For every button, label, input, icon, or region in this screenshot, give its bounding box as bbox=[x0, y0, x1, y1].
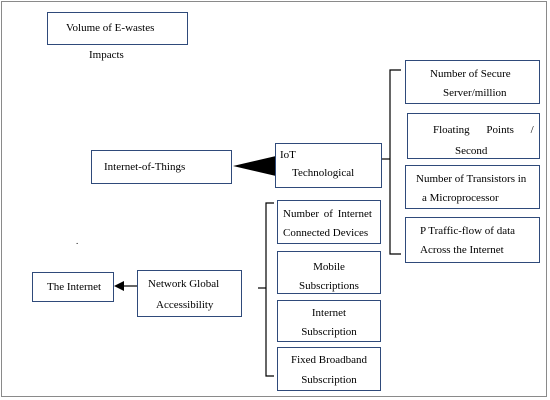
network-accessibility-box: Network Global Accessibility bbox=[137, 270, 242, 317]
arrow-internet bbox=[114, 281, 124, 291]
volume-label: Volume of E-wastes bbox=[66, 22, 155, 34]
traffic-flow-box: P Traffic-flow of data Across the Intern… bbox=[405, 217, 540, 263]
mobile-subscriptions-box: Mobile Subscriptions bbox=[277, 251, 381, 294]
internet-of-things-box: Internet-of-Things bbox=[91, 150, 232, 184]
dot-mark: . bbox=[76, 236, 79, 246]
transistors-line1: Number of Transistors in bbox=[416, 173, 527, 185]
transistors-box: Number of Transistors in a Microprocesso… bbox=[405, 165, 540, 209]
floating-points-box: Floating Points / Second bbox=[407, 113, 540, 159]
mobile-line2: Subscriptions bbox=[299, 279, 359, 292]
volume-of-e-wastes-box: Volume of E-wastes bbox=[47, 12, 188, 45]
internet-devices-line1: Number of Internet bbox=[283, 208, 372, 220]
traffic-line2: Across the Internet bbox=[420, 243, 504, 256]
internet-sub-line2: Subscription bbox=[301, 325, 357, 338]
broadband-line2: Subscription bbox=[301, 373, 357, 386]
internet-of-things-label: Internet-of-Things bbox=[104, 161, 186, 173]
mobile-line1: Mobile bbox=[313, 261, 345, 273]
iot-tech-line1: IoT bbox=[280, 149, 296, 161]
internet-devices-box: Number of Internet Connected Devices bbox=[277, 200, 381, 244]
impacts-label: Impacts bbox=[89, 49, 124, 61]
internet-sub-line1: Internet bbox=[311, 307, 347, 319]
secure-server-box: Number of Secure Server/million bbox=[405, 60, 540, 104]
the-internet-label: The Internet bbox=[47, 281, 102, 293]
arrow-iot bbox=[233, 156, 276, 176]
internet-devices-line2: Connected Devices bbox=[283, 226, 369, 239]
flops-line1: Floating Points / bbox=[433, 124, 534, 136]
traffic-line1: P Traffic-flow of data bbox=[420, 225, 516, 237]
fixed-broadband-box: Fixed Broadband Subscription bbox=[277, 347, 381, 391]
transistors-line2: a Microprocessor bbox=[422, 191, 499, 204]
flops-line2: Second bbox=[455, 144, 488, 157]
network-line1: Network Global bbox=[148, 278, 220, 290]
internet-subscription-box: Internet Subscription bbox=[277, 300, 381, 342]
iot-technological-box: IoT Technological bbox=[275, 143, 382, 188]
secure-server-line1: Number of Secure bbox=[430, 68, 511, 80]
broadband-line1: Fixed Broadband bbox=[290, 354, 368, 366]
the-internet-box: The Internet bbox=[32, 272, 114, 302]
iot-tech-line2: Technological bbox=[292, 166, 355, 179]
secure-server-line2: Server/million bbox=[443, 86, 507, 99]
network-line2: Accessibility bbox=[156, 298, 214, 311]
